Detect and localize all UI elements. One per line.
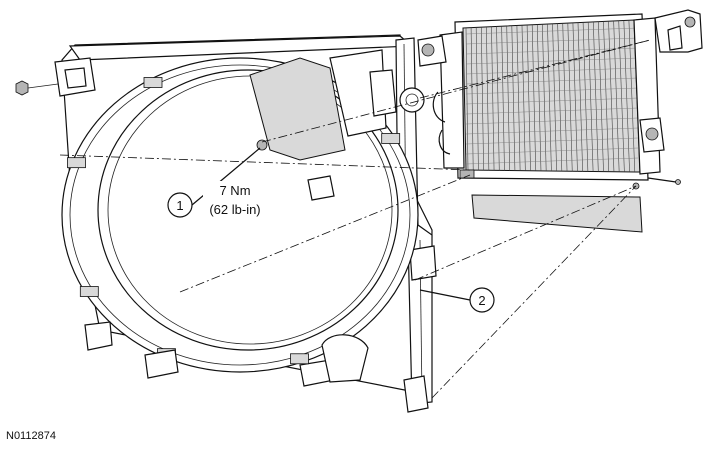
radiator-fin (536, 24, 542, 171)
radiator-fin (608, 21, 615, 172)
callout-2-circle (469, 287, 495, 313)
callout-2-number: 2 (478, 293, 485, 308)
radiator-tube (465, 57, 639, 65)
radiator-fin (582, 22, 589, 172)
radiator-fin (567, 23, 573, 172)
radiator-fin (562, 23, 568, 172)
radiator-bolt-icon (421, 43, 435, 57)
callout-1-torque-imperial: (62 lb-in) (209, 202, 260, 217)
bolt-icon (675, 179, 681, 185)
radiator-tube (465, 77, 639, 85)
radiator-hose (432, 91, 446, 123)
radiator-lower-plate (471, 194, 643, 233)
ring-tab (67, 157, 86, 169)
callout-1-circle (167, 192, 193, 218)
shroud-lower-clip (321, 334, 369, 383)
radiator-fin (521, 25, 526, 171)
radiator-fin (542, 24, 547, 171)
radiator-fin (501, 26, 505, 171)
shroud-grommet (399, 87, 425, 113)
alignment-lines (59, 39, 651, 399)
figure-id: N0112874 (6, 430, 56, 442)
callout-1: 1 7 Nm (62 lb-in) (167, 147, 267, 221)
radiator-fin (516, 25, 521, 171)
radiator-fin (547, 24, 552, 171)
radiator-fin (526, 25, 531, 171)
radiator-fin (587, 22, 594, 172)
callout-2-leader (419, 289, 471, 301)
radiator-fin (465, 27, 469, 171)
ring-tab (290, 353, 309, 365)
radiator-tube (465, 117, 639, 125)
radiator-fin (486, 27, 490, 171)
radiator-tube (465, 157, 639, 165)
radiator-fin (491, 26, 495, 171)
radiator-tube (465, 107, 639, 115)
loose-bolt (15, 80, 59, 96)
center-bolt-icon (256, 139, 268, 151)
radiator-fin (552, 23, 557, 172)
radiator-fin (475, 27, 479, 171)
radiator-illustration (417, 9, 703, 233)
radiator-fin (613, 20, 620, 172)
shroud-motor-mount (249, 57, 346, 161)
radiator-tube (465, 127, 639, 135)
radiator-fin (506, 26, 510, 171)
callout-2: 2 (419, 287, 495, 313)
radiator-tube (465, 27, 639, 35)
radiator-tube (465, 87, 639, 95)
ring-tab (143, 77, 163, 88)
radiator-fins (465, 19, 641, 173)
radiator-tube (465, 97, 639, 105)
callout-1-number: 1 (176, 198, 183, 213)
radiator-fin (618, 20, 625, 172)
radiator-fin (480, 27, 484, 171)
radiator-fin (557, 23, 563, 172)
radiator-fin (603, 21, 610, 172)
bolt-icon (15, 80, 29, 96)
radiator-fin (592, 21, 599, 172)
radiator-fin (598, 21, 604, 172)
radiator-fin (572, 22, 578, 172)
radiator-tube (465, 137, 639, 145)
radiator-fin (511, 25, 516, 171)
radiator-left-tank (439, 31, 465, 169)
radiator-tube (465, 47, 639, 55)
radiator-fin (531, 24, 537, 171)
ring-tab (79, 286, 99, 297)
fan-shroud-illustration (54, 34, 437, 413)
radiator-fin (496, 26, 500, 171)
radiator-fin (623, 20, 630, 172)
radiator-tube (465, 37, 639, 45)
radiator-tube (465, 147, 639, 155)
radiator-fin (470, 27, 474, 171)
radiator-fin (577, 22, 583, 172)
ring-tab (381, 133, 401, 144)
radiator-core (462, 19, 641, 173)
callout-1-torque: 7 Nm (219, 183, 250, 198)
radiator-tube (465, 67, 639, 75)
